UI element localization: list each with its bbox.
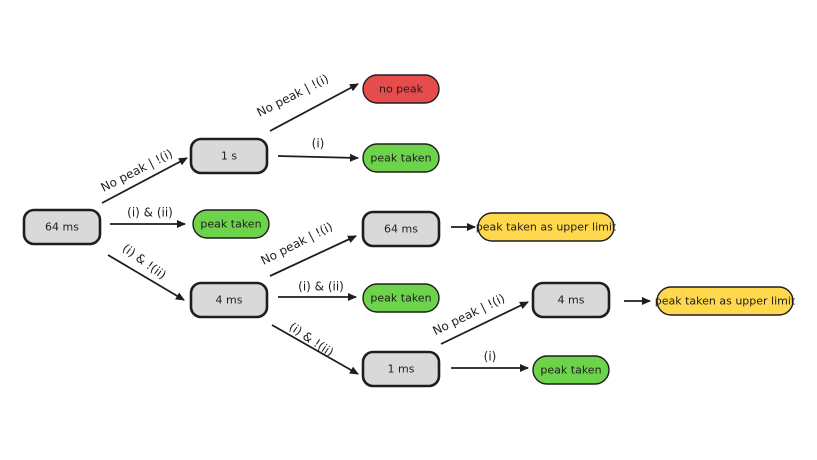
edge-label-e2: (i) & (ii) (127, 206, 173, 220)
edge-label-e5: (i) (312, 137, 325, 151)
node-label-r_limit_1: peak taken as upper limit (476, 221, 617, 234)
node-label-s64b: 64 ms (384, 223, 418, 236)
node-box-s4b (531, 281, 611, 319)
node-box-s4 (189, 281, 269, 319)
edge-arrow-e10 (440, 301, 529, 345)
node-r_limit_2: peak taken as upper limit (655, 286, 796, 316)
node-label-r_nopeak: no peak (379, 83, 424, 96)
edge-arrow-e5 (277, 153, 359, 162)
node-label-r_taken_2: peak taken (200, 218, 261, 231)
node-box-r_taken_3 (362, 283, 440, 313)
node-s4b: 4 ms (531, 281, 611, 319)
node-label-s1ms: 1 ms (388, 363, 415, 376)
node-box-r_nopeak (362, 74, 440, 104)
node-root: 64 ms (22, 208, 102, 246)
node-s4: 4 ms (189, 281, 269, 319)
node-box-s1ms (361, 350, 441, 388)
node-label-r_taken_1: peak taken (370, 152, 431, 165)
node-s1: 1 s (189, 137, 269, 175)
edge-label-e4: No peak | !(i) (255, 71, 331, 119)
node-label-s4: 4 ms (216, 294, 243, 307)
node-s1ms: 1 ms (361, 350, 441, 388)
node-r_nopeak: no peak (362, 74, 440, 104)
node-box-root (22, 208, 102, 246)
node-r_taken_1: peak taken (362, 143, 440, 173)
node-label-r_taken_4: peak taken (540, 364, 601, 377)
node-r_taken_3: peak taken (362, 283, 440, 313)
node-s64b: 64 ms (361, 210, 441, 248)
node-r_taken_4: peak taken (532, 355, 610, 385)
node-label-s1: 1 s (221, 150, 237, 163)
node-label-r_limit_2: peak taken as upper limit (655, 295, 796, 308)
edge-label-e11: (i) (484, 350, 497, 364)
edge-arrow-e1 (101, 157, 188, 204)
edge-label-e7: (i) & (ii) (298, 280, 344, 294)
node-box-r_taken_2 (192, 209, 270, 239)
edge-arrow-e6 (269, 235, 357, 277)
nodes-layer: 64 ms 1 s no peak peak taken peak taken 64 ms… (22, 74, 796, 388)
node-box-r_taken_1 (362, 143, 440, 173)
edge-arrow-e3 (107, 254, 185, 301)
node-box-s64b (361, 210, 441, 248)
node-box-r_limit_2 (656, 286, 794, 316)
node-r_limit_1: peak taken as upper limit (476, 212, 617, 242)
edge-label-e6: No peak | !(i) (259, 219, 335, 267)
node-r_taken_2: peak taken (192, 209, 270, 239)
node-label-s4b: 4 ms (558, 294, 585, 307)
node-label-root: 64 ms (45, 221, 79, 234)
edge-arrow-e4 (269, 83, 359, 132)
edge-arrow-e8 (271, 324, 359, 375)
edge-label-e8: (i) & !(ii) (286, 320, 336, 360)
node-box-r_taken_4 (532, 355, 610, 385)
node-box-s1 (189, 137, 269, 175)
node-label-r_taken_3: peak taken (370, 292, 431, 305)
node-box-r_limit_1 (477, 212, 615, 242)
